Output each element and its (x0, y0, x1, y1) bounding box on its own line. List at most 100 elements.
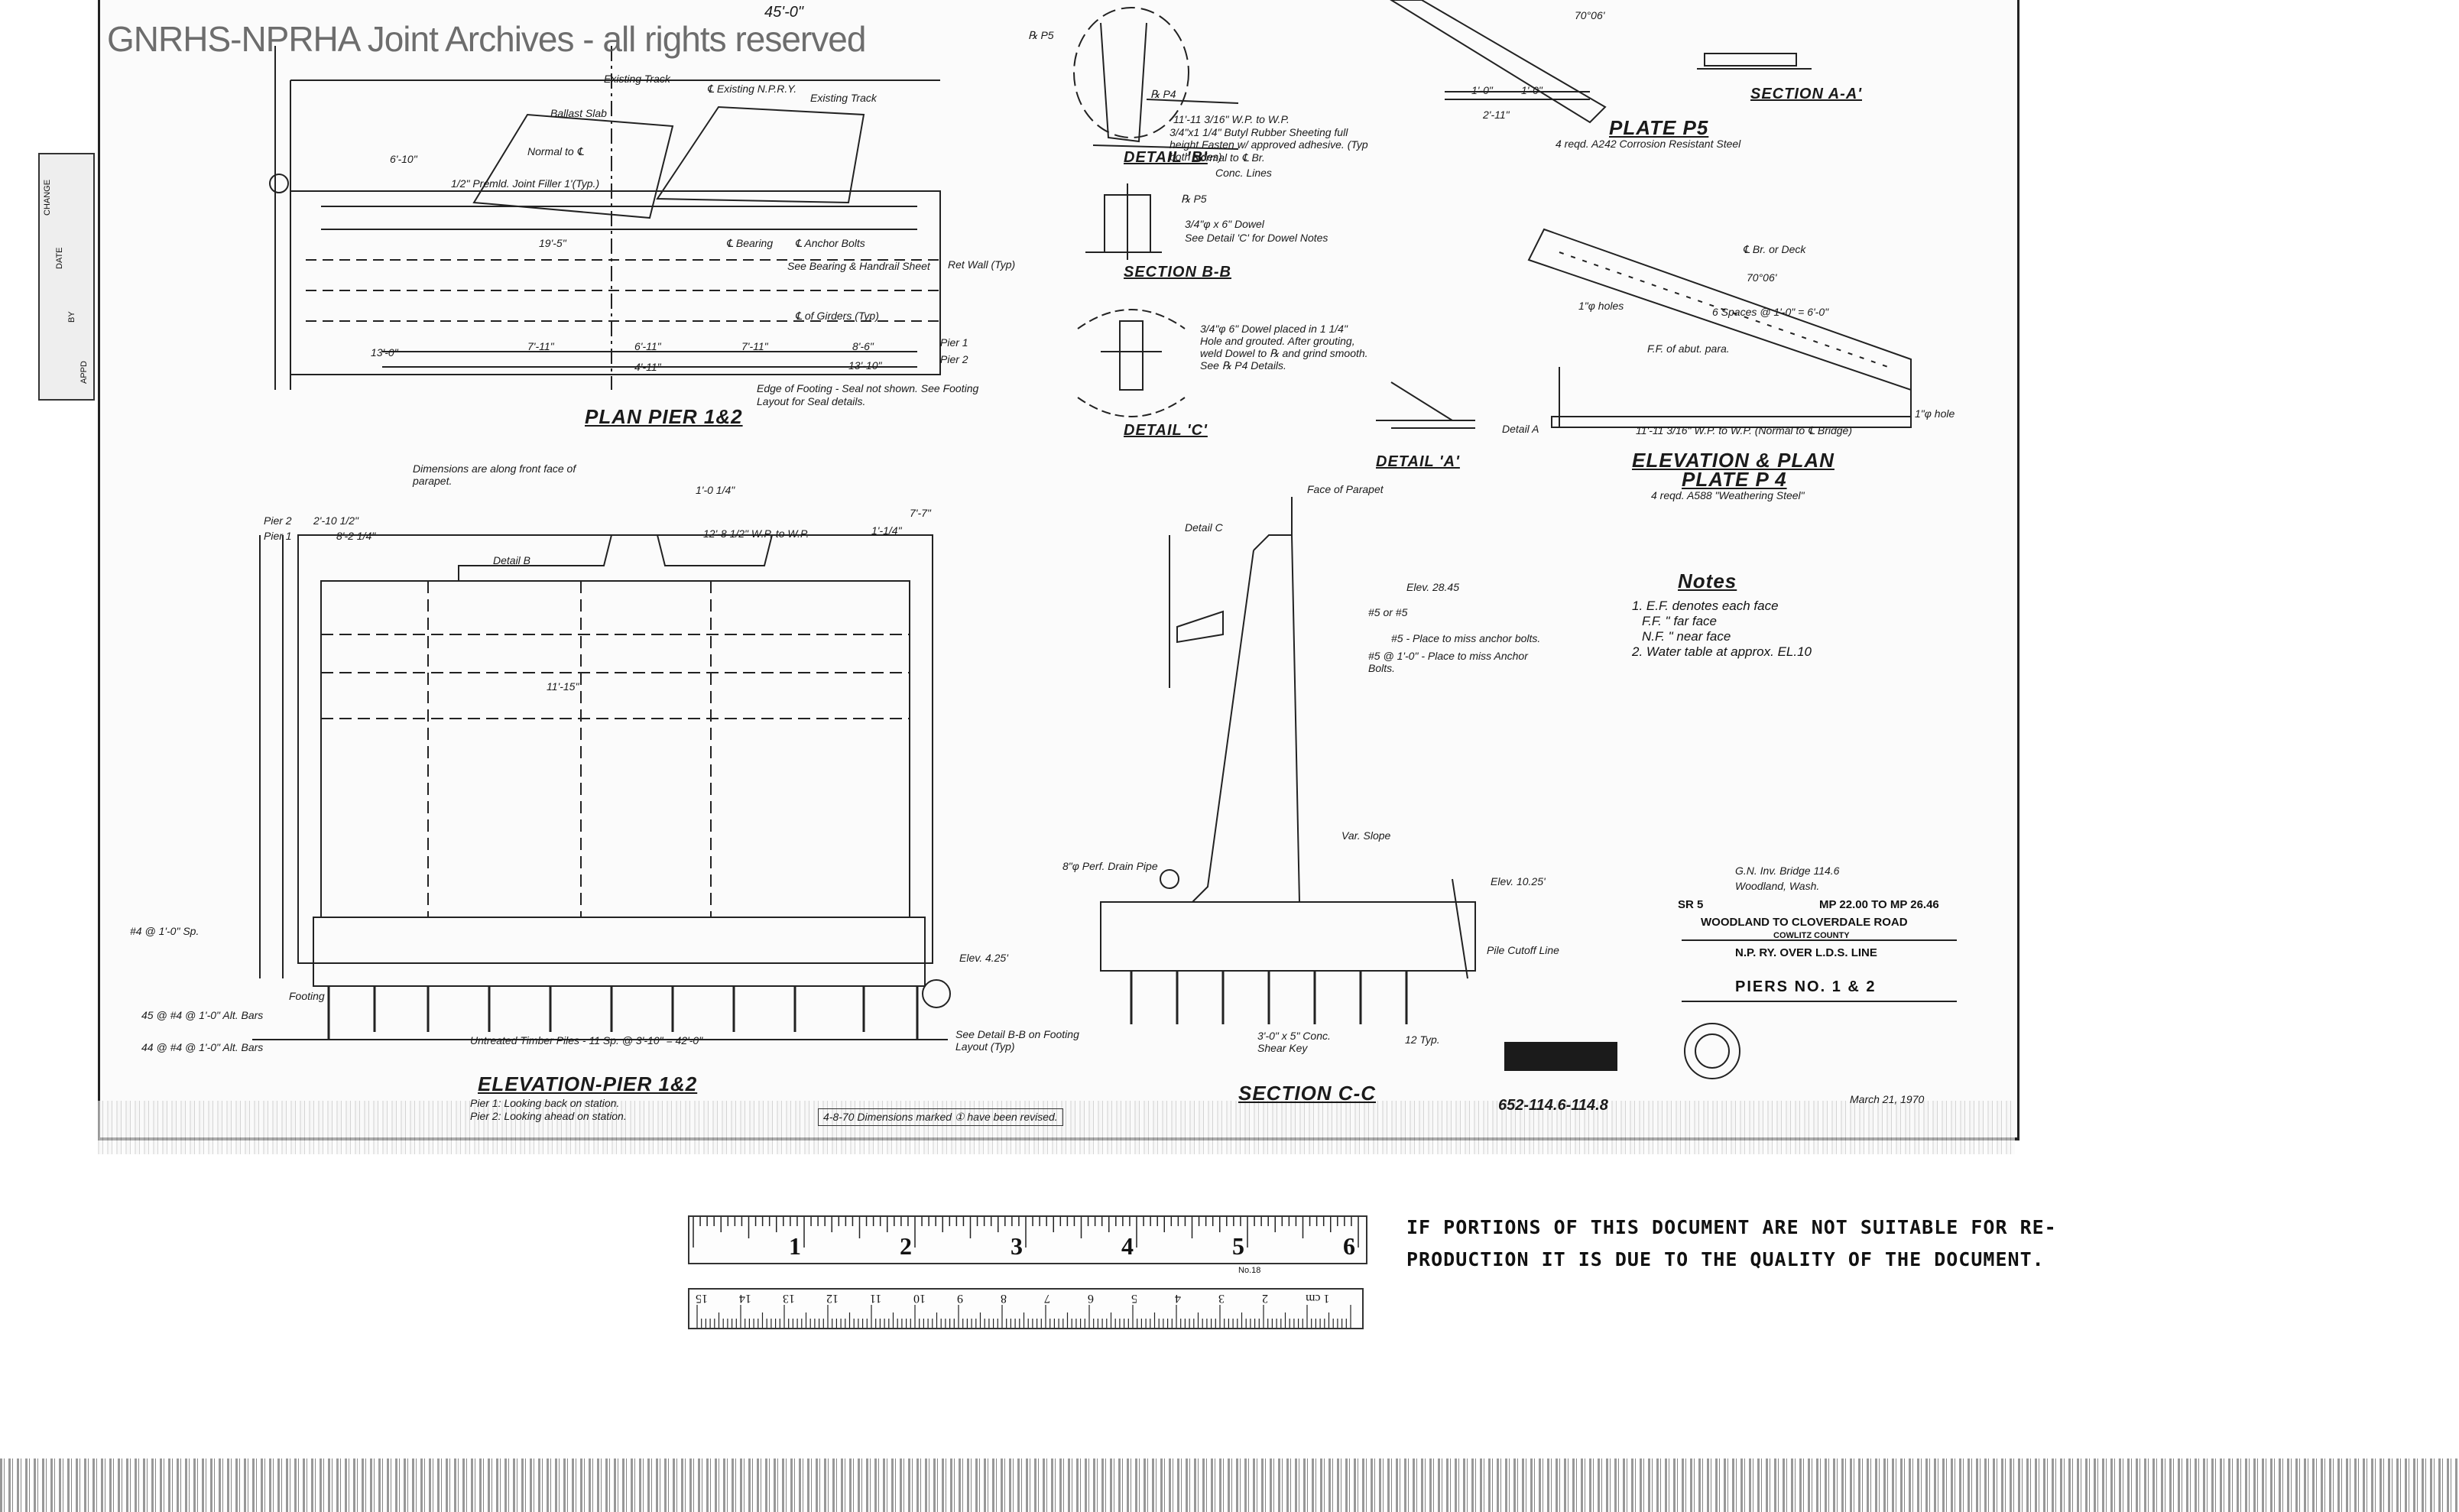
plan-label-ret-wall: Ret Wall (Typ) (948, 258, 1016, 271)
plan-label-pier-2: Pier 2 (940, 353, 968, 365)
plate-p5-dim-a: 1'-0" (1471, 84, 1493, 96)
revision-row-appd: APPD (79, 361, 89, 384)
elev-dim-2: 1'-0 1/4" (696, 484, 735, 496)
detail-c-drawing (1077, 309, 1186, 417)
detail-b-conc-lines: Conc. Lines (1215, 167, 1272, 179)
plan-label-existing-npry: ℄ Existing N.P.R.Y. (707, 83, 797, 95)
plan-dim-7: 8'-6" (852, 340, 874, 352)
section-cc-face-parapet: Face of Parapet (1307, 483, 1384, 495)
notes-title: Notes (1678, 569, 1737, 592)
plate-p4-hole: 1"φ hole (1915, 407, 1955, 420)
title-block-lines (1682, 939, 1957, 1079)
elev-label-footing: Footing (289, 990, 325, 1002)
ruler-cm-label: 10 (913, 1292, 926, 1305)
notes-item-2: F.F. " far face (1642, 614, 1718, 628)
plate-p5-angle: 70°06' (1575, 9, 1605, 21)
elev-label-pier-2: Pier 2 (264, 514, 292, 527)
section-bb-title: SECTION B-B (1124, 264, 1231, 281)
ruler-model: No.18 (1238, 1266, 1261, 1275)
section-cc-bars-miss: #5 - Place to miss anchor bolts. (1391, 632, 1541, 644)
plan-label-existing-track-1: Existing Track (604, 73, 670, 85)
plate-p4-drawing (1527, 228, 1912, 428)
elev-label-elevation: Elev. 4.25' (959, 952, 1008, 964)
section-cc-slope: Var. Slope (1341, 829, 1391, 842)
plan-pier-drawing (269, 46, 941, 390)
notes-item-3: N.F. " near face (1642, 629, 1731, 644)
elev-label-pier-1: Pier 1 (264, 530, 292, 542)
section-cc-elev-top: Elev. 28.45 (1406, 581, 1460, 593)
ruler-cm-ticks (696, 1305, 1351, 1328)
ruler-cm-label: 8 (1001, 1292, 1007, 1305)
title-block-milepost: MP 22.00 TO MP 26.46 (1819, 898, 1939, 911)
detail-b-plate-p5: ℞ P5 (1028, 29, 1054, 41)
scan-noise-strip (98, 1101, 2015, 1154)
plan-label-edge-footing: Edge of Footing - Seal not shown. See Fo… (757, 382, 979, 407)
detail-b-wp-dim: 11'-11 3/16" W.P. to W.P. (1173, 113, 1290, 125)
plan-label-existing-track-2: Existing Track (810, 92, 877, 104)
ruler-cm-label: 15 (696, 1292, 708, 1305)
plate-p4-spec: 4 reqd. A588 "Weathering Steel" (1651, 489, 1805, 501)
plan-label-ballast-slab: Ballast Slab (550, 107, 607, 119)
plate-p4-holes: 1"φ holes (1578, 300, 1624, 312)
section-cc-pile-cutoff: Pile Cutoff Line (1487, 944, 1559, 956)
plan-dim-0: 6'-10" (390, 153, 417, 165)
plate-p4-ff-abut: F.F. of abut. para. (1647, 342, 1730, 355)
section-cc-drawing (1100, 497, 1476, 1024)
detail-c-note: 3/4"φ 6" Dowel placed in 1 1/4" Hole and… (1200, 323, 1368, 372)
redaction-block (1504, 1042, 1617, 1071)
ruler-inch-3: 3 (1011, 1232, 1023, 1260)
elev-label-dimensions-note: Dimensions are along front face of parap… (413, 462, 576, 487)
ruler-cm-label: 6 (1088, 1292, 1094, 1305)
title-block-crossing: N.P. RY. OVER L.D.S. LINE (1735, 946, 1877, 959)
section-cc-title: SECTION C-C (1238, 1082, 1376, 1105)
ruler-cm-label: 11 (870, 1292, 882, 1305)
plate-p4-detail-a: Detail A (1502, 423, 1539, 435)
plan-dim-5: 4'-11" (634, 361, 661, 373)
elev-dim-0: 2'-10 1/2" (313, 514, 359, 527)
ruler-cm-label: 7 (1044, 1292, 1050, 1305)
plate-p5-spec: 4 reqd. A242 Corrosion Resistant Steel (1556, 138, 1741, 150)
detail-b-plate-p4: ℞ P4 (1150, 88, 1176, 100)
plan-label-bearing: ℄ Bearing (726, 237, 774, 249)
revision-row-by: BY (67, 311, 76, 323)
ruler-cm-label: 14 (739, 1292, 751, 1305)
plate-p4-angle: 70°06' (1747, 271, 1777, 284)
plate-p5-width: 2'-11" (1483, 109, 1510, 121)
ruler-cm-label: 1 cm (1306, 1292, 1330, 1305)
section-bb-drawing (1085, 183, 1162, 260)
section-bb-plate: ℞ P5 (1181, 193, 1207, 205)
elev-dim-1: 8'-2 1/4" (336, 530, 376, 542)
revision-row-date: DATE (55, 247, 64, 269)
detail-c-title: DETAIL 'C' (1124, 422, 1208, 439)
reproduction-disclaimer: IF PORTIONS OF THIS DOCUMENT ARE NOT SUI… (1406, 1212, 2057, 1276)
elev-dim-3: 7'-7" (910, 507, 931, 519)
archive-watermark: GNRHS-NPRHA Joint Archives - all rights … (107, 19, 866, 59)
section-cc-elev-bottom: Elev. 10.25' (1491, 875, 1546, 887)
plate-p5-drawing (1390, 0, 1812, 124)
revision-row-change: CHANGE (43, 179, 52, 216)
elev-label-alt-bars-45: 45 @ #4 @ 1'-0" Alt. Bars (141, 1009, 264, 1021)
elev-dim-5: 12'-8 1/2" W.P. to W.P. (703, 527, 809, 540)
ruler-cm-label: 4 (1175, 1292, 1181, 1305)
elev-dim-6: 11'-15" (547, 680, 579, 693)
title-block-date: March 21, 1970 (1850, 1093, 1925, 1105)
ruler-inch-2: 2 (900, 1232, 912, 1260)
plan-label-anchor-bolts: ℄ Anchor Bolts (795, 237, 865, 249)
ruler-cm-label: 12 (826, 1292, 839, 1305)
title-block-location: Woodland, Wash. (1735, 880, 1820, 892)
elevation-pier-drawing (252, 534, 951, 1040)
plan-label-see-bearing: See Bearing & Handrail Sheet (787, 260, 930, 272)
drawing-sheet (98, 0, 2019, 1140)
plan-dim-6: 7'-11" (741, 340, 768, 352)
section-cc-shear-key: 3'-0" x 5" Conc. Shear Key (1257, 1030, 1331, 1054)
plan-dim-8: 13'-10" (848, 359, 882, 372)
elevation-pier-title: ELEVATION-PIER 1&2 (478, 1072, 698, 1095)
title-block-county: COWLITZ COUNTY (1773, 931, 1850, 940)
plan-label-joint-filler: 1/2" Premld. Joint Filler 1'(Typ.) (451, 177, 600, 190)
scale-ruler-inches: 1 2 3 4 5 6 (688, 1215, 1367, 1264)
detail-a-drawing (1376, 381, 1475, 429)
detail-b-title: DETAIL 'B' (1124, 149, 1208, 166)
elevation-pier-subtitle-1: Pier 1: Looking back on station. (470, 1097, 620, 1109)
plate-p4-length: 11'-11 3/16" W.P. to W.P. (Normal to ℄ B… (1636, 424, 1853, 436)
